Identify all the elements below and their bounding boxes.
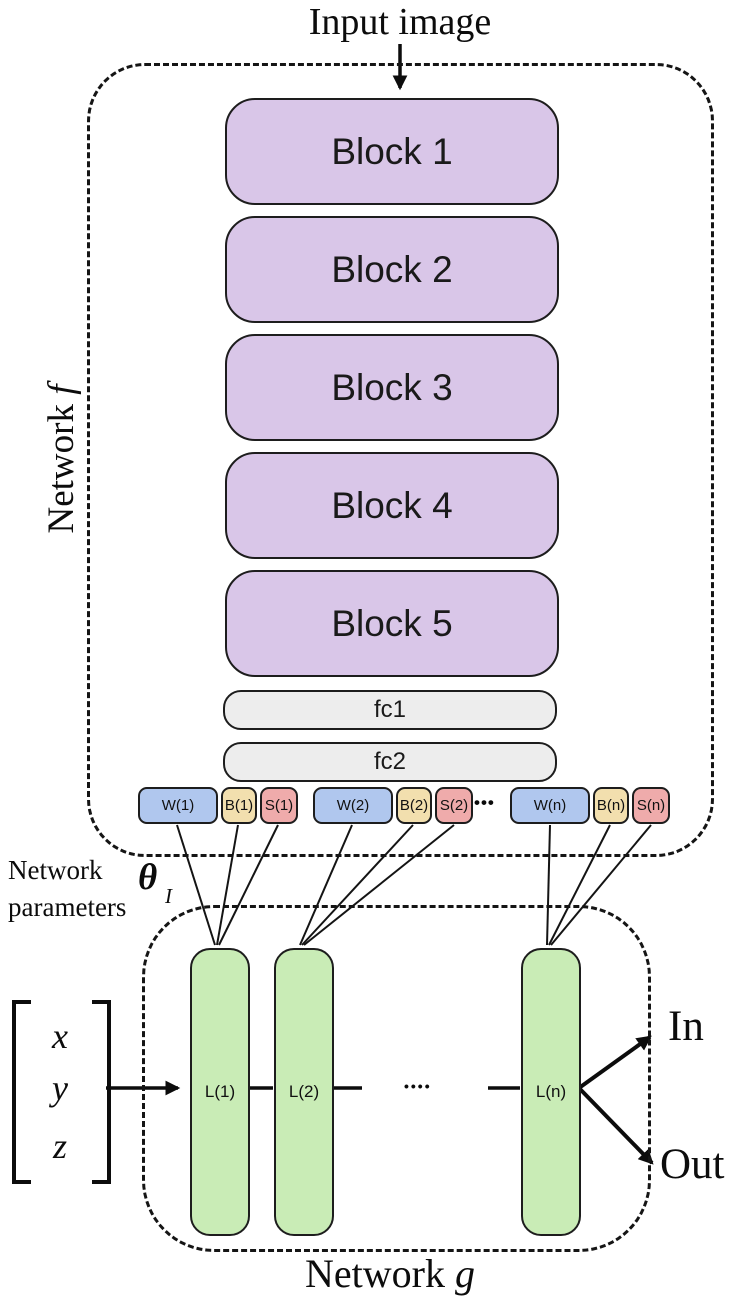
network-g-label: Network g [240, 1250, 540, 1297]
network-parameters-caption: Network parameters [8, 852, 126, 926]
param-bn: B(n) [593, 787, 629, 824]
vector-x: x [52, 1016, 68, 1056]
caption-line-1: Network [8, 855, 103, 885]
block-4: Block 4 [225, 452, 559, 559]
vector-z: z [52, 1126, 67, 1166]
input-image-label: Input image [308, 1, 492, 43]
out-label: Out [660, 1141, 725, 1188]
layer-ln: L(n) [521, 948, 581, 1236]
network-f-box [87, 63, 714, 857]
layer-l2: L(2) [274, 948, 334, 1236]
vector-y: y [52, 1068, 68, 1108]
block-5: Block 5 [225, 570, 559, 677]
network-g-box [142, 905, 651, 1252]
fc2-pill: fc2 [223, 742, 557, 782]
network-f-label-text: Network [41, 404, 82, 534]
param-sn: S(n) [632, 787, 670, 824]
layer-ellipsis: •••• [404, 1078, 432, 1094]
network-f-symbol: f [41, 384, 82, 395]
network-g-symbol: g [454, 1251, 475, 1296]
vector-bracket-left [12, 1000, 31, 1184]
param-wn: W(n) [510, 787, 590, 824]
param-ellipsis: ••• [474, 793, 495, 812]
network-f-label: Network f [40, 344, 82, 574]
network-g-label-text: Network [305, 1251, 445, 1296]
param-w1: W(1) [138, 787, 218, 824]
in-label: In [668, 1003, 704, 1050]
fc1-pill: fc1 [223, 690, 557, 730]
param-b2: B(2) [396, 787, 432, 824]
param-s1: S(1) [260, 787, 298, 824]
param-w2: W(2) [313, 787, 393, 824]
vector-bracket-right [92, 1000, 111, 1184]
layer-l1: L(1) [190, 948, 250, 1236]
block-3: Block 3 [225, 334, 559, 441]
theta-subscript: I [165, 884, 172, 908]
param-s2: S(2) [435, 787, 473, 824]
block-2: Block 2 [225, 216, 559, 323]
param-b1: B(1) [221, 787, 257, 824]
theta-symbol: θ [138, 857, 158, 898]
caption-line-2: parameters [8, 892, 127, 922]
block-1: Block 1 [225, 98, 559, 205]
